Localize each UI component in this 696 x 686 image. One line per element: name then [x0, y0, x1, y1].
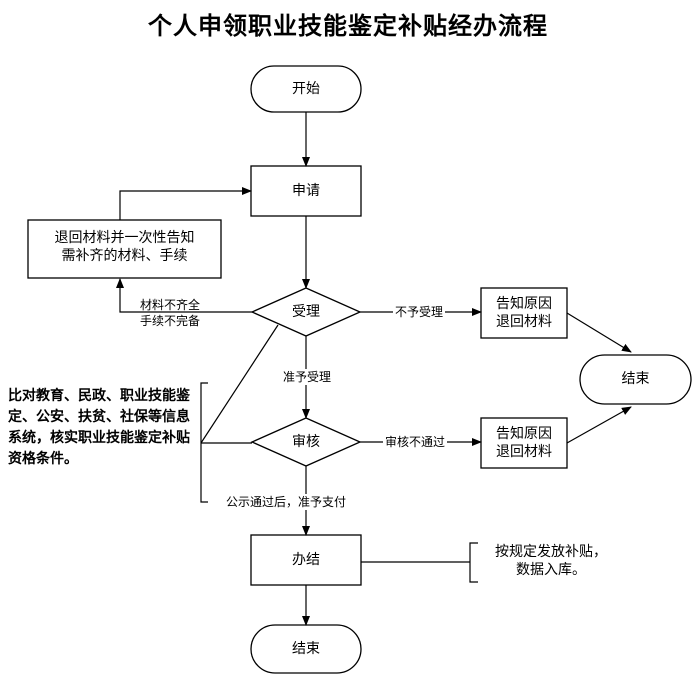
apply-box	[250, 165, 362, 217]
notify1-line-1: 告知原因	[496, 296, 552, 312]
end-bottom-label: 结束	[292, 641, 320, 657]
notify1-text: 告知原因 退回材料	[481, 295, 567, 331]
notify2-line-2: 退回材料	[496, 444, 552, 460]
edge-notify2-end	[566, 406, 632, 444]
review-label: 审核	[292, 434, 320, 450]
page-title: 个人申领职业技能鉴定补贴经办流程	[148, 11, 548, 40]
payment-note-bracket	[469, 542, 478, 583]
finish-label: 办结	[292, 552, 320, 568]
incomplete-edge-label: 材料不齐全 手续不完备	[140, 297, 200, 329]
return-materials-box	[27, 219, 222, 279]
check-note: 比对教育、民政、职业技能鉴定、公安、扶贫、社保等信息系统，核实职业技能鉴定补贴资…	[8, 388, 190, 467]
notify2-text: 告知原因 退回材料	[481, 425, 567, 461]
finish-box	[250, 534, 362, 586]
apply-label: 申请	[292, 183, 320, 199]
payment-note: 按规定发放补贴， 数据入库。	[481, 543, 621, 579]
incomplete-line-1: 材料不齐全	[140, 298, 201, 312]
incomplete-line-2: 手续不完备	[140, 314, 201, 328]
accept-label: 受理	[292, 304, 320, 320]
payment-line-2: 数据入库。	[516, 562, 586, 578]
notify1-line-2: 退回材料	[496, 314, 552, 330]
notify2-line-1: 告知原因	[496, 426, 552, 442]
edge-accept-return	[116, 278, 252, 313]
return-line-2: 需补齐的材料、手续	[61, 248, 188, 264]
edge-notify1-end	[566, 312, 632, 353]
approve-accept-label: 准予受理	[281, 369, 334, 385]
return-line-1: 退回材料并一次性告知	[54, 230, 195, 246]
reject-accept-label: 不予受理	[393, 304, 446, 320]
end-terminal-right	[579, 354, 692, 405]
reject-review-label: 审核不通过	[383, 434, 448, 450]
approve-pay-label: 公示通过后，准予支付	[224, 494, 349, 510]
start-label: 开始	[292, 81, 320, 97]
return-materials-text: 退回材料并一次性告知 需补齐的材料、手续	[28, 229, 221, 265]
check-connector-1	[200, 324, 279, 444]
payment-line-1: 按规定发放补贴，	[495, 544, 607, 560]
notify-box-2	[480, 417, 568, 469]
end-right-label: 结束	[621, 371, 650, 387]
edge-return-apply	[119, 187, 252, 220]
